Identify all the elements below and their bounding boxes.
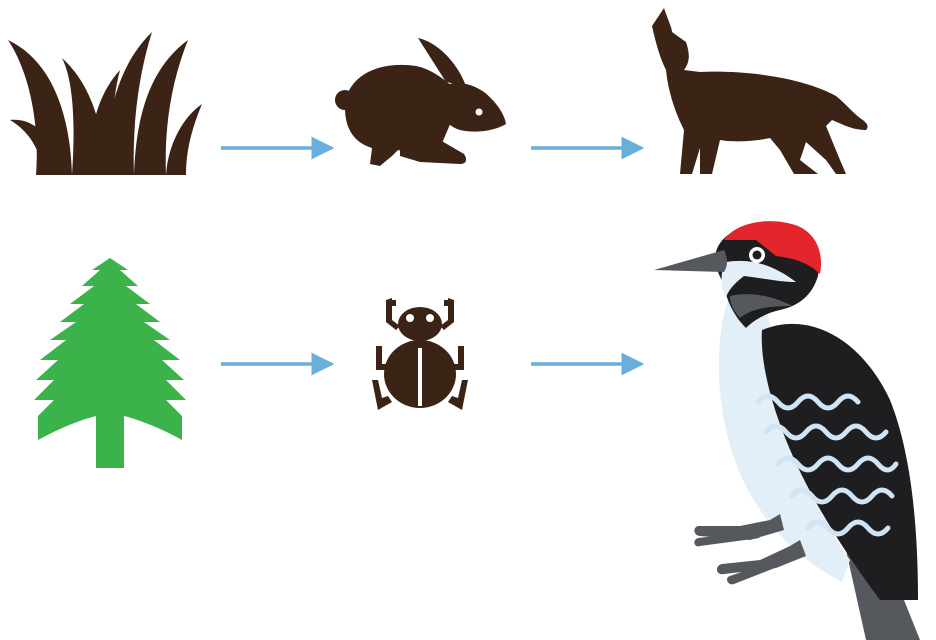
woodpecker-wing-stripes — [755, 393, 899, 537]
woodpecker-pupil — [752, 250, 762, 260]
woodpecker-wing — [761, 323, 918, 600]
woodpecker-cheek-stripe — [730, 294, 792, 318]
woodpecker-beak — [654, 250, 727, 272]
wolf-icon — [652, 8, 868, 174]
pine-tree-icon — [34, 258, 186, 468]
woodpecker-icon — [654, 221, 920, 640]
woodpecker-face-stripe — [721, 260, 796, 298]
rabbit-icon — [335, 38, 506, 166]
woodpecker-feet — [694, 514, 806, 585]
beetle-icon — [372, 298, 468, 410]
woodpecker-cap — [724, 221, 822, 274]
grass-icon — [8, 32, 202, 175]
